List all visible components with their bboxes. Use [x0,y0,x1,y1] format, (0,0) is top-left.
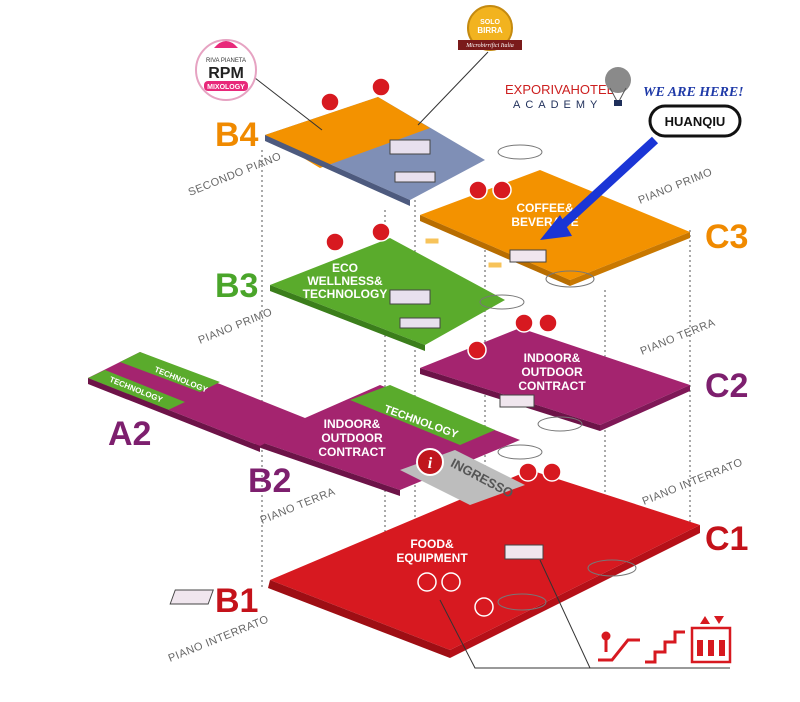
toilet-icon [325,232,345,252]
callout-line-rpm [254,77,323,131]
floor-label-interrato-right: PIANO INTERRATO [641,456,745,507]
hall-c2: C2 [705,367,748,405]
solo-birra-badge: SOLO BIRRA Microbirrifici Italia [458,5,522,51]
hall-c3: C3 [705,218,748,256]
solo-top-text: SOLO [480,19,500,26]
expo-text: EXPORIVAHOTEL [505,82,614,97]
floor-label-interrato-left: PIANO INTERRATO [167,613,271,664]
area-indoor-c2-line1: INDOOR& [524,351,581,365]
coffee-icon [371,77,391,97]
area-indoor-b2-line2: OUTDOOR [321,431,383,445]
rpm-badge: RIVA PIANETA RPM MIXOLOGY [195,39,257,101]
location-arrow-head [540,215,572,240]
floor-label-terra-right: PIANO TERRA [639,317,718,358]
info-icon [416,448,444,476]
location-arrow [551,136,659,236]
hall-b4: B4 [215,116,259,154]
hall-b3: B3 [215,267,258,305]
solo-sub-text: Microbirrifici Italia [465,42,514,49]
info-glyph: i [428,455,433,472]
elevator-icon [690,616,732,664]
academy-text: ACADEMY [513,99,602,111]
parachute-icon [605,67,631,93]
wheelchair-icon [538,313,558,333]
toilet-icon [514,313,534,333]
area-food-line1: FOOD& [410,537,454,551]
area-eco-line3: TECHNOLOGY [303,287,388,301]
floor-label-secondo: SECONDO PIANO [187,150,284,198]
area-food-line2: EQUIPMENT [396,551,468,565]
hall-a2: A2 [108,415,151,453]
coffee-icon [371,222,391,242]
hall-c1: C1 [705,520,748,558]
floor-primo-b: ECO WELLNESS& TECHNOLOGY [270,222,525,351]
area-indoor-b2-line1: INDOOR& [324,417,381,431]
area-eco-line1: ECO [332,261,358,275]
wheelchair-icon [542,462,562,482]
hall-b1: B1 [215,582,258,620]
floor-secondo [265,77,543,206]
area-indoor-b2-line3: CONTRACT [318,445,386,459]
floor-terra-c: INDOOR& OUTDOOR CONTRACT [420,313,690,432]
hall-b2: B2 [248,462,291,500]
area-indoor-c2-line3: CONTRACT [518,379,586,393]
stairs-icon [645,630,685,664]
callout-line-solo [417,51,489,126]
callout-line-legend-2 [539,559,591,669]
legend [598,616,732,664]
rpm-main-text: RPM [208,65,244,82]
area-eco-line2: WELLNESS& [307,274,383,288]
huanqiu-text: HUANQIU [665,114,726,129]
escalator-icon [598,631,640,662]
coffee-icon [474,597,494,617]
floor-terra-b: TECHNOLOGY INDOOR& OUTDOOR CONTRACT INGR… [255,385,562,505]
floor-label-primo-right: PIANO PRIMO [637,166,715,207]
expo-riva-hotel-logo: EXPORIVAHOTEL ACADEMY [505,67,631,111]
toilet-icon [417,572,437,592]
floor-interrato: FOOD& EQUIPMENT [169,470,700,658]
rpm-top-text: RIVA PIANETA [206,58,246,64]
area-indoor-c2-line2: OUTDOOR [521,365,583,379]
area-coffee-line1: COFFEE& [516,201,574,215]
solo-main-text: BIRRA [477,26,503,35]
toilet-icon [320,92,340,112]
floor-label-primo-left: PIANO PRIMO [197,306,275,347]
we-are-here-label: WE ARE HERE! [643,85,744,100]
callout-line-legend-1 [439,599,730,669]
rpm-sub-text: MIXOLOGY [207,84,245,91]
coffee-icon [467,340,487,360]
toilet-icon [468,180,488,200]
wheelchair-icon [441,572,461,592]
wheelchair-icon [492,180,512,200]
floor-terra-a2: TECHNOLOGY TECHNOLOGY [88,352,310,452]
huanqiu-logo: HUANQIU [648,104,742,138]
toilet-icon [518,462,538,482]
